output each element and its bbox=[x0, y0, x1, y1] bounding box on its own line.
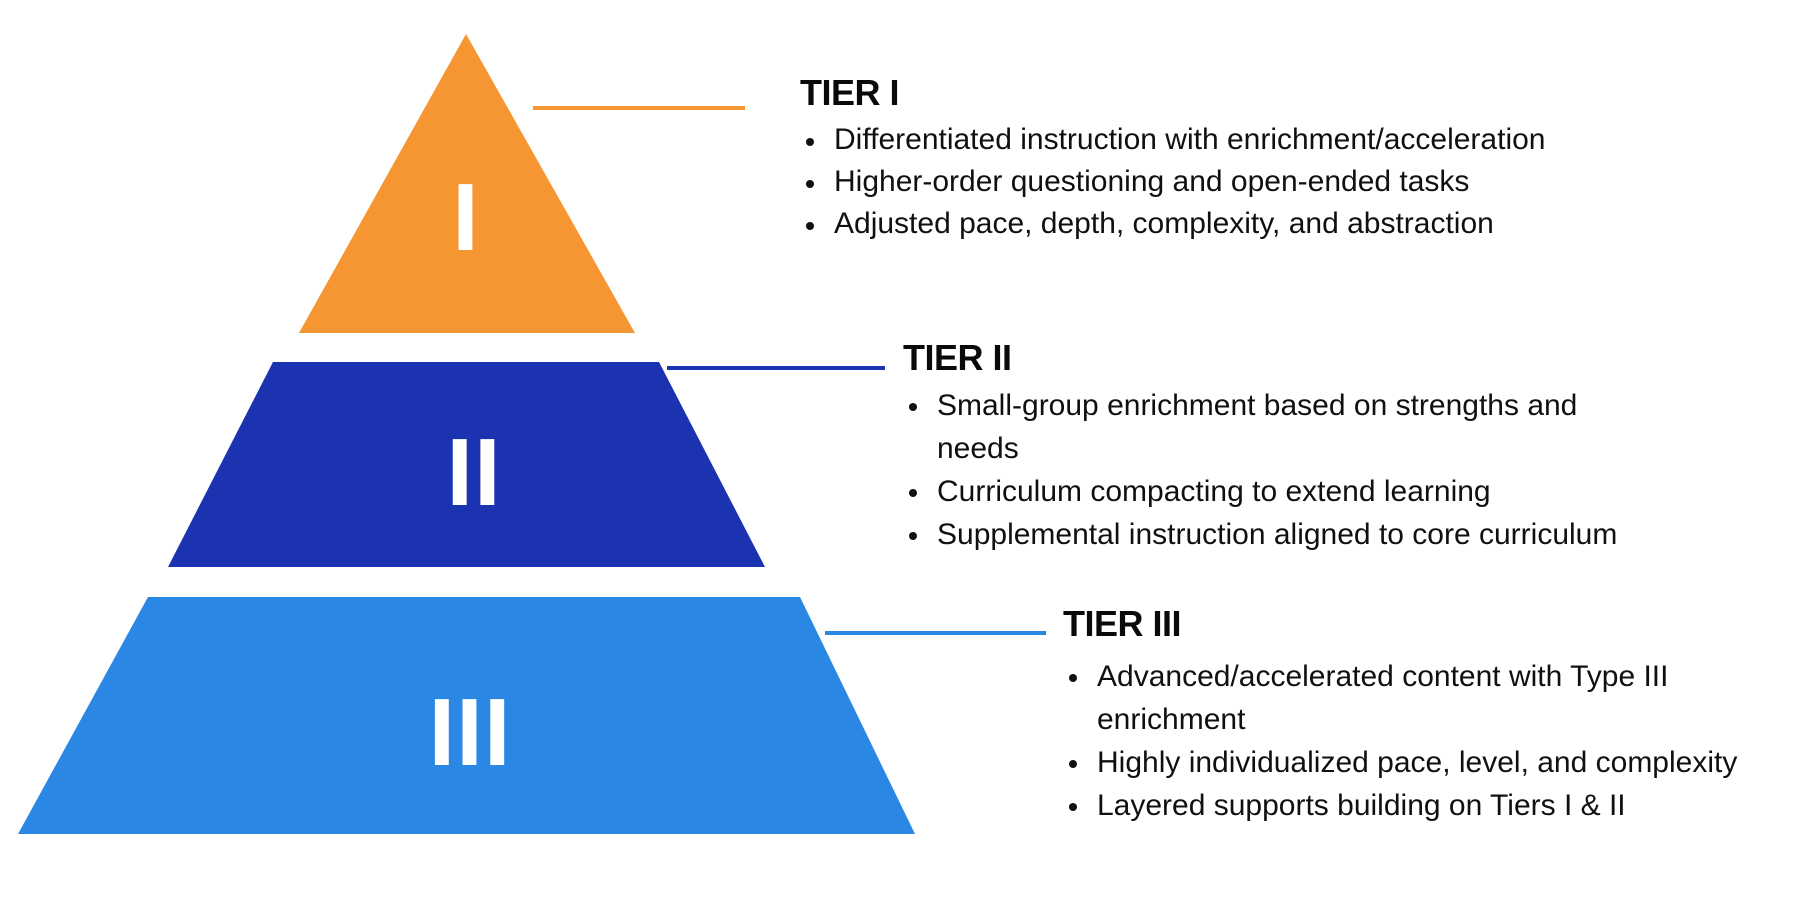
pyramid-graphic: I II III bbox=[18, 34, 915, 834]
tier-2-title: TIER II bbox=[903, 337, 1012, 378]
tier-2-bullet-list: Small-group enrichment based on strength… bbox=[903, 384, 1663, 556]
tier-2-bullet-3: Supplemental instruction aligned to core… bbox=[903, 513, 1663, 556]
tier-1-numeral: I bbox=[452, 164, 480, 271]
tier-2-trapezoid[interactable] bbox=[168, 362, 765, 567]
tier-1-bullet-1: Differentiated instruction with enrichme… bbox=[800, 119, 1700, 161]
tier-3-title: TIER III bbox=[1063, 603, 1182, 644]
tier-1-bullet-list: Differentiated instruction with enrichme… bbox=[800, 119, 1700, 245]
tier-3-text-block: TIER III Advanced/accelerated content wi… bbox=[1063, 605, 1783, 827]
tier-3-trapezoid[interactable] bbox=[18, 597, 915, 834]
tier-2-connector-line bbox=[667, 366, 885, 370]
tier-1-bullet-3: Adjusted pace, depth, complexity, and ab… bbox=[800, 203, 1700, 245]
tier-2-bullet-2: Curriculum compacting to extend learning bbox=[903, 470, 1663, 513]
tier-1-text-block: TIER I Differentiated instruction with e… bbox=[800, 74, 1700, 245]
tier-1-connector-line bbox=[533, 106, 745, 110]
tier-3-bullet-list: Advanced/accelerated content with Type I… bbox=[1063, 655, 1783, 827]
tier-3-bullet-3: Layered supports building on Tiers I & I… bbox=[1063, 784, 1783, 827]
tier-3-bullet-1: Advanced/accelerated content with Type I… bbox=[1063, 655, 1783, 741]
tier-3-connector-line bbox=[825, 631, 1046, 635]
tier-2-bullet-1: Small-group enrichment based on strength… bbox=[903, 384, 1663, 470]
tier-1-title: TIER I bbox=[800, 72, 900, 113]
tier-2-text-block: TIER II Small-group enrichment based on … bbox=[903, 339, 1663, 556]
tier-3-numeral: III bbox=[428, 679, 511, 786]
tier-3-bullet-2: Highly individualized pace, level, and c… bbox=[1063, 741, 1783, 784]
tier-1-triangle[interactable] bbox=[299, 34, 635, 333]
tier-2-numeral: II bbox=[446, 419, 501, 526]
tier-1-bullet-2: Higher-order questioning and open-ended … bbox=[800, 161, 1700, 203]
